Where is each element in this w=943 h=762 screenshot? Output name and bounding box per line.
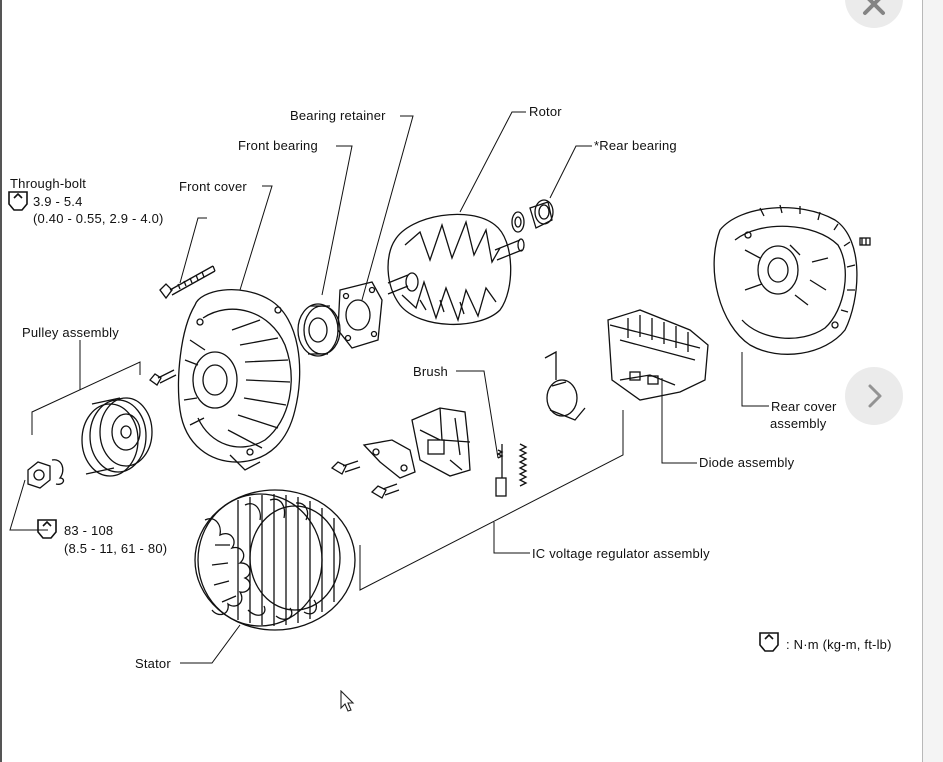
stator-label: Stator (135, 656, 171, 671)
front-cover-screw (149, 369, 177, 386)
mouse-cursor-icon (340, 690, 355, 712)
through-bolt-label: Through-bolt (10, 176, 87, 191)
pulley-nut-part (27, 459, 65, 489)
torque-wrench-icon (8, 191, 28, 211)
viewer-scrollbar[interactable] (922, 0, 943, 762)
ic-regulator-label: IC voltage regulator assembly (532, 546, 710, 561)
front-bearing-part (297, 303, 341, 357)
brush-springs-part (495, 443, 528, 497)
torque-wrench-icon (37, 519, 57, 539)
terminal-part (544, 350, 586, 421)
front-cover-label: Front cover (179, 179, 247, 194)
pulley-torque-alt: (8.5 - 11, 61 - 80) (64, 541, 168, 556)
rear-bearing-label: *Rear bearing (594, 138, 677, 153)
viewer-left-edge (0, 0, 2, 762)
brush-label: Brush (413, 364, 448, 379)
front-cover-part (177, 289, 301, 471)
chevron-right-icon (868, 384, 882, 408)
units-legend: : N·m (kg-m, ft-lb) (786, 637, 892, 652)
regulator-screws (330, 460, 400, 499)
next-button[interactable] (845, 367, 903, 425)
diode-assembly-part (607, 309, 709, 401)
pulley-part (81, 397, 153, 477)
close-button[interactable] (845, 0, 903, 28)
close-icon (863, 0, 885, 15)
leader-lines (9, 111, 769, 664)
diode-assembly-label: Diode assembly (699, 455, 795, 470)
through-bolt-torque: 3.9 - 5.4 (33, 194, 83, 209)
rear-cover-bolt (859, 237, 871, 246)
rotor-label: Rotor (529, 104, 562, 119)
pulley-assembly-label: Pulley assembly (22, 325, 119, 340)
rear-cover-part (713, 204, 858, 355)
stator-part (194, 489, 356, 631)
through-bolt-torque-alt: (0.40 - 0.55, 2.9 - 4.0) (33, 211, 164, 226)
through-bolt-part (159, 265, 216, 300)
bearing-retainer-label: Bearing retainer (290, 108, 386, 123)
brush-holder-part (362, 407, 471, 479)
rotor-part (387, 213, 525, 326)
front-bearing-label: Front bearing (238, 138, 318, 153)
rear-bearing-part (511, 199, 554, 233)
torque-wrench-icon (759, 632, 779, 652)
rear-cover-label: Rear cover (771, 399, 837, 414)
alternator-exploded-diagram (8, 111, 871, 664)
pulley-torque: 83 - 108 (64, 523, 114, 538)
bearing-retainer-part (337, 281, 383, 349)
rear-cover-label-line2: assembly (770, 416, 827, 431)
